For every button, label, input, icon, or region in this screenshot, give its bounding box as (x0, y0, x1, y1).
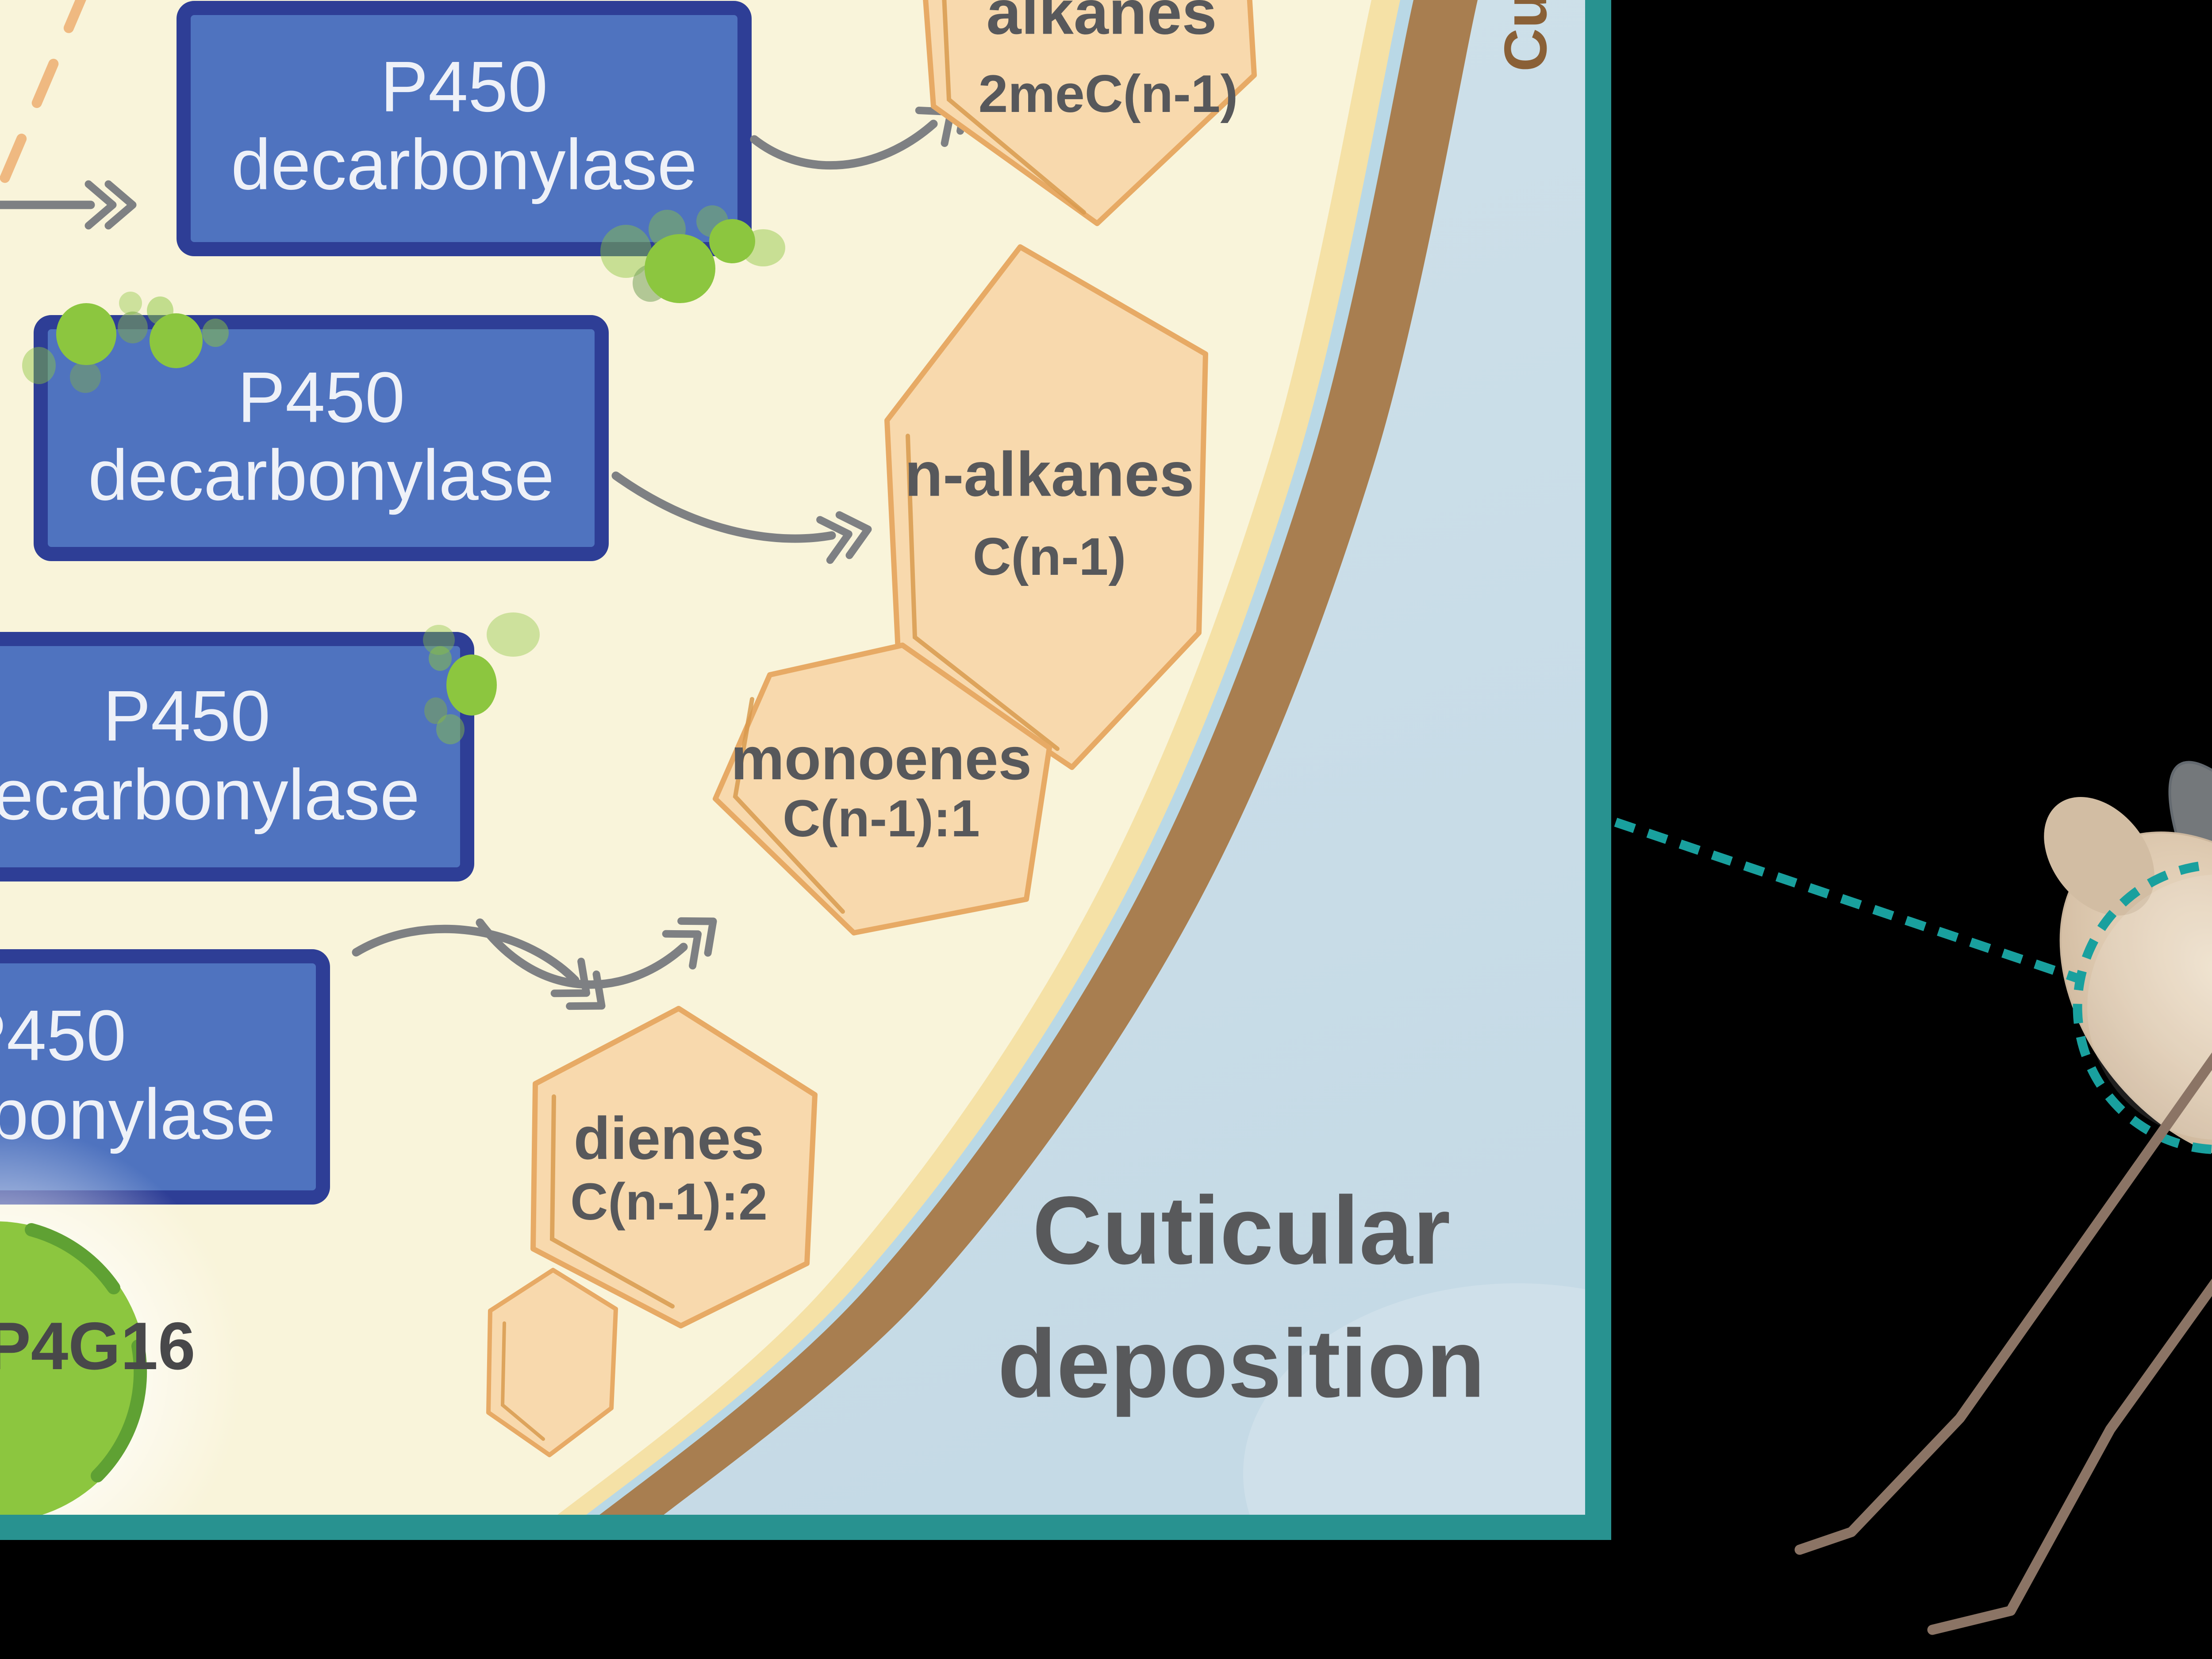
mosquito-legs (1794, 1052, 2212, 1635)
box1-line2: decarbonylase (231, 125, 697, 205)
enzyme-arc (91, 1340, 147, 1482)
p450-box-4: P450 decarbonylase (0, 949, 330, 1205)
inset-connector-line (1614, 818, 2081, 983)
box3-line2: decarbonylase (0, 755, 420, 835)
cuticular-deposition-zone (632, 0, 1611, 1540)
enzyme-blob-cluster-box2 (22, 292, 229, 393)
reaction-arrow-2 (611, 471, 873, 560)
hex2-formula: C(n-1) (973, 527, 1126, 586)
hexagon-alkanes: alkanes 2meC(n-1) (923, 0, 1257, 226)
enzyme-blob-cluster-box3 (423, 612, 540, 744)
enzyme-arc (25, 1223, 120, 1294)
hex1-formula: 2meC(n-1) (979, 64, 1238, 123)
enzyme-blob-cluster-box1 (600, 205, 785, 303)
box4-line1: P450 (0, 996, 126, 1076)
mosquito-leg (1794, 1052, 2212, 1555)
mosquito-wing-back (2168, 761, 2212, 1202)
hexagon-dienes: dienes C(n-1):2 (530, 1006, 818, 1328)
box3-line1: P450 (103, 676, 270, 756)
hexagon-n-alkanes: n-alkanes C(n-1) (884, 244, 1208, 770)
reaction-arrow-4 (352, 924, 615, 1022)
inset-highlight-fill (2087, 874, 2212, 1140)
cuticular-deposition-line1: Cuticular (1033, 1177, 1451, 1285)
dashed-orange-line (0, 0, 86, 203)
cuticle-edge-label: Cu (1492, 0, 1559, 72)
hexagon-accent-line (733, 697, 845, 914)
deposition-corner-highlight (1243, 1283, 1611, 1540)
teal-frame-bottom (0, 1515, 1611, 1540)
hex3-formula: C(n-1):1 (783, 789, 980, 848)
hex3-name: monoenes (731, 725, 1032, 792)
box2-line2: decarbonylase (88, 435, 554, 516)
reaction-arrow-1 (750, 83, 979, 170)
hexagon-accent-line (549, 1094, 675, 1309)
p450-box-2: P450 decarbonylase (34, 315, 609, 561)
box1-line1: P450 (380, 47, 548, 127)
hex4-name: dienes (574, 1105, 764, 1172)
p450-box-1: P450 decarbonylase (177, 1, 752, 256)
inset-dashed-circle (2073, 860, 2212, 1154)
input-arrow (0, 184, 133, 226)
enzyme-badge-label: P4G16 (0, 1309, 196, 1384)
hexagon-empty-small (486, 1268, 618, 1457)
mosquito-illustration (1614, 761, 2212, 1635)
oenocyte-panel: P450 decarbonylase P450 decarbonylase P4… (0, 0, 1611, 1540)
hexagon-accent-line (942, 0, 1086, 215)
hex4-formula: C(n-1):2 (570, 1173, 768, 1231)
box2-line1: P450 (238, 358, 405, 438)
cuticular-deposition-line2: deposition (998, 1310, 1485, 1418)
hex2-name: n-alkanes (904, 439, 1194, 510)
hexagon-accent-line (500, 1321, 545, 1441)
mosquito-leg (1927, 1278, 2212, 1635)
teal-frame-right (1585, 0, 1611, 1540)
hexagon-monoenes: monoenes C(n-1):1 (713, 643, 1052, 935)
hex1-name: alkanes (986, 0, 1217, 48)
cyp4g16-badge: P4G16 (0, 1124, 243, 1540)
hexagon-accent-line (906, 434, 1060, 751)
mosquito-abdomen-tip (2044, 797, 2154, 916)
p450-box-3: P450 decarbonylase (0, 632, 474, 881)
